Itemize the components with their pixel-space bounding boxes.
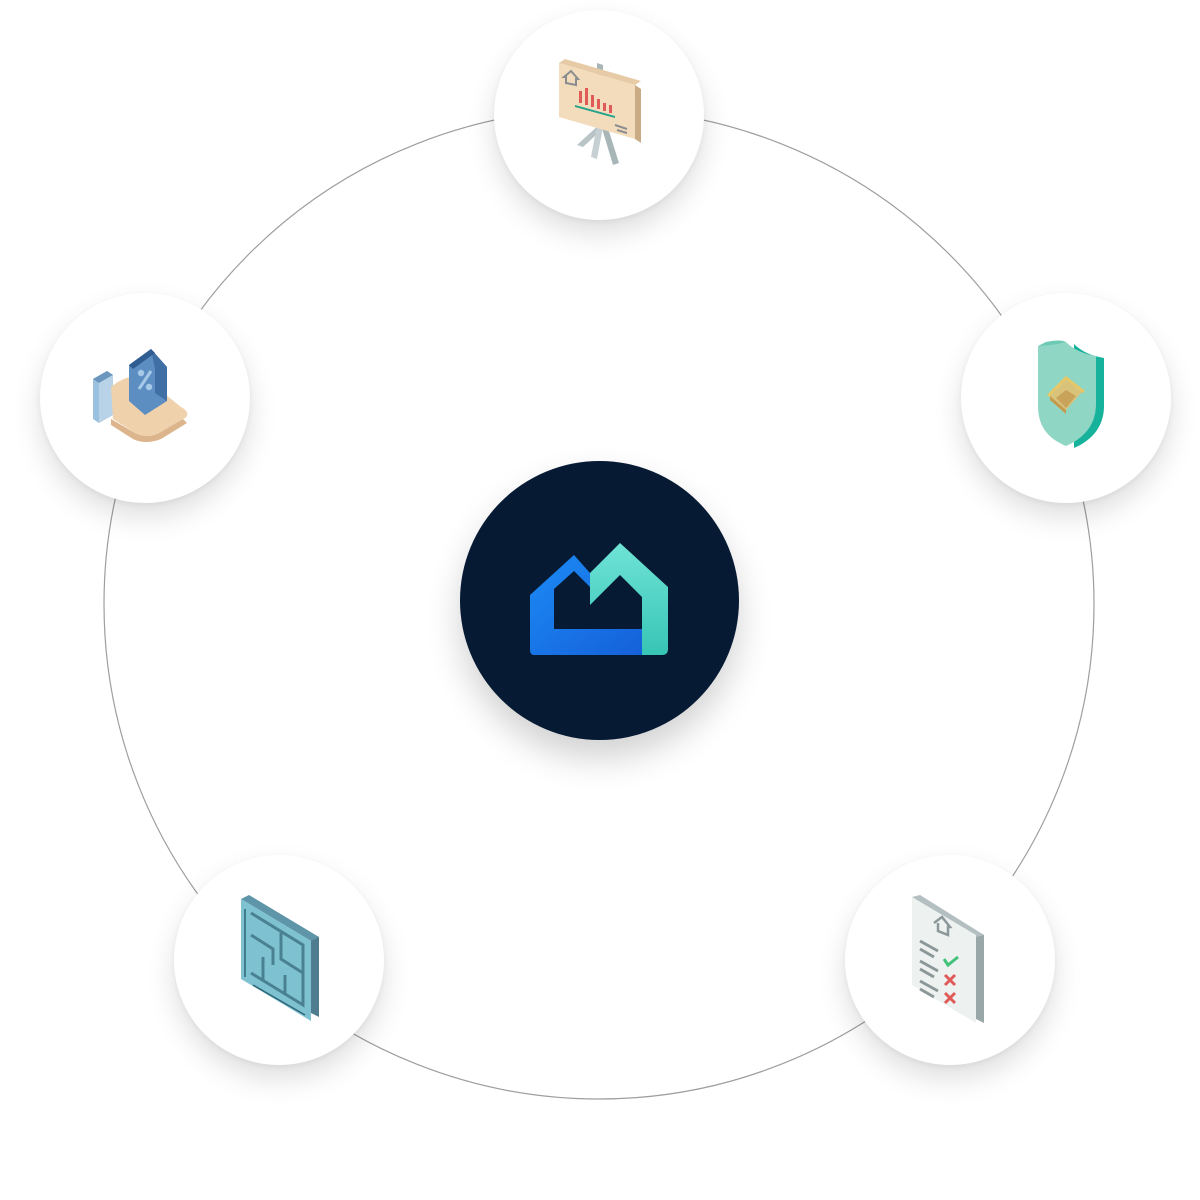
node-bottom-right bbox=[845, 855, 1055, 1065]
floor-plan-blueprint-icon bbox=[241, 895, 319, 1021]
brand-house-logo-icon bbox=[529, 542, 668, 655]
node-bottom-left bbox=[174, 855, 384, 1065]
hand-holding-house-icon bbox=[93, 349, 188, 442]
hub-logo-circle bbox=[460, 461, 739, 740]
presentation-board-chart-icon bbox=[559, 59, 641, 165]
node-left bbox=[40, 293, 250, 503]
house-shield-icon bbox=[1038, 340, 1104, 448]
node-right bbox=[961, 293, 1171, 503]
node-top bbox=[494, 10, 704, 220]
inspection-checklist-icon bbox=[912, 895, 984, 1023]
